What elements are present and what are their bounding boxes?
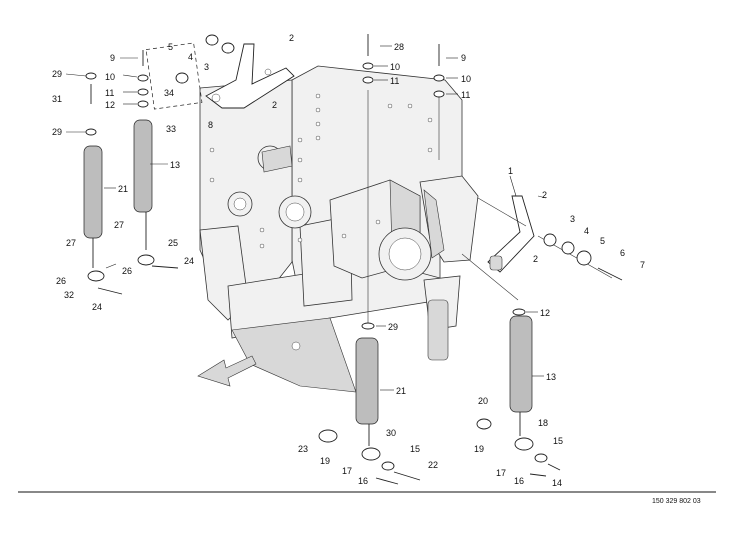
callout-14: 14 [552,478,562,488]
callout-22: 22 [428,460,438,470]
callout-7: 7 [640,260,645,270]
callout-24: 24 [184,256,194,266]
callout-29: 29 [388,322,398,332]
callout-3: 3 [570,214,575,224]
callout-labels: 1 2 2 2 2 3 3 4 4 5 5 6 7 8 9 9 10 10 10… [52,33,645,488]
callout-27: 27 [114,220,124,230]
callout-26: 26 [56,276,66,286]
travel-direction-arrow [197,355,257,387]
callout-29: 29 [52,69,62,79]
pivot-lever [487,195,535,273]
callout-5: 5 [168,42,173,52]
callout-11: 11 [390,76,399,86]
callout-34: 34 [164,88,174,98]
callout-10: 10 [105,72,115,82]
callout-25: 25 [168,238,178,248]
callout-32: 32 [64,290,74,300]
callout-20: 20 [478,396,488,406]
callout-12: 12 [105,100,115,110]
callout-10: 10 [390,62,400,72]
callout-21: 21 [396,386,406,396]
callout-2: 2 [542,190,547,200]
callout-28: 28 [394,42,404,52]
callout-27: 27 [66,238,76,248]
callout-16: 16 [514,476,524,486]
callout-17: 17 [496,468,506,478]
callout-2: 2 [533,254,538,264]
callout-23: 23 [298,444,308,454]
callout-29: 29 [52,127,62,137]
callout-12: 12 [540,308,550,318]
callout-2: 2 [272,100,277,110]
callout-33: 33 [166,124,176,134]
callout-4: 4 [188,52,193,62]
callout-10: 10 [461,74,471,84]
callout-8: 8 [208,120,213,130]
callout-30: 30 [386,428,396,438]
callout-9: 9 [461,53,466,63]
frame-bolt-holes [209,93,433,249]
callout-2: 2 [289,33,294,43]
callout-16: 16 [358,476,368,486]
callout-11: 11 [461,90,470,100]
callout-3: 3 [204,62,209,72]
rods-and-bolts [85,34,623,485]
callout-19: 19 [474,444,484,454]
callout-11: 11 [105,88,114,98]
callout-9: 9 [110,53,115,63]
callout-18: 18 [538,418,548,428]
spring-assemblies [83,119,533,425]
callout-4: 4 [584,226,589,236]
document-id: 150 329 802 03 [652,498,701,505]
callout-6: 6 [620,248,625,258]
machine-frame [145,42,535,393]
callout-13: 13 [546,372,556,382]
callout-21: 21 [118,184,128,194]
callout-13: 13 [170,160,180,170]
callout-19: 19 [320,456,330,466]
callout-24: 24 [92,302,102,312]
callout-1: 1 [508,166,513,176]
callout-31: 31 [52,94,62,104]
callout-leaders [65,45,547,391]
callout-5: 5 [600,236,605,246]
callout-15: 15 [410,444,420,454]
callout-17: 17 [342,466,352,476]
mounting-bracket [205,43,295,109]
callout-15: 15 [553,436,563,446]
callout-26: 26 [122,266,132,276]
